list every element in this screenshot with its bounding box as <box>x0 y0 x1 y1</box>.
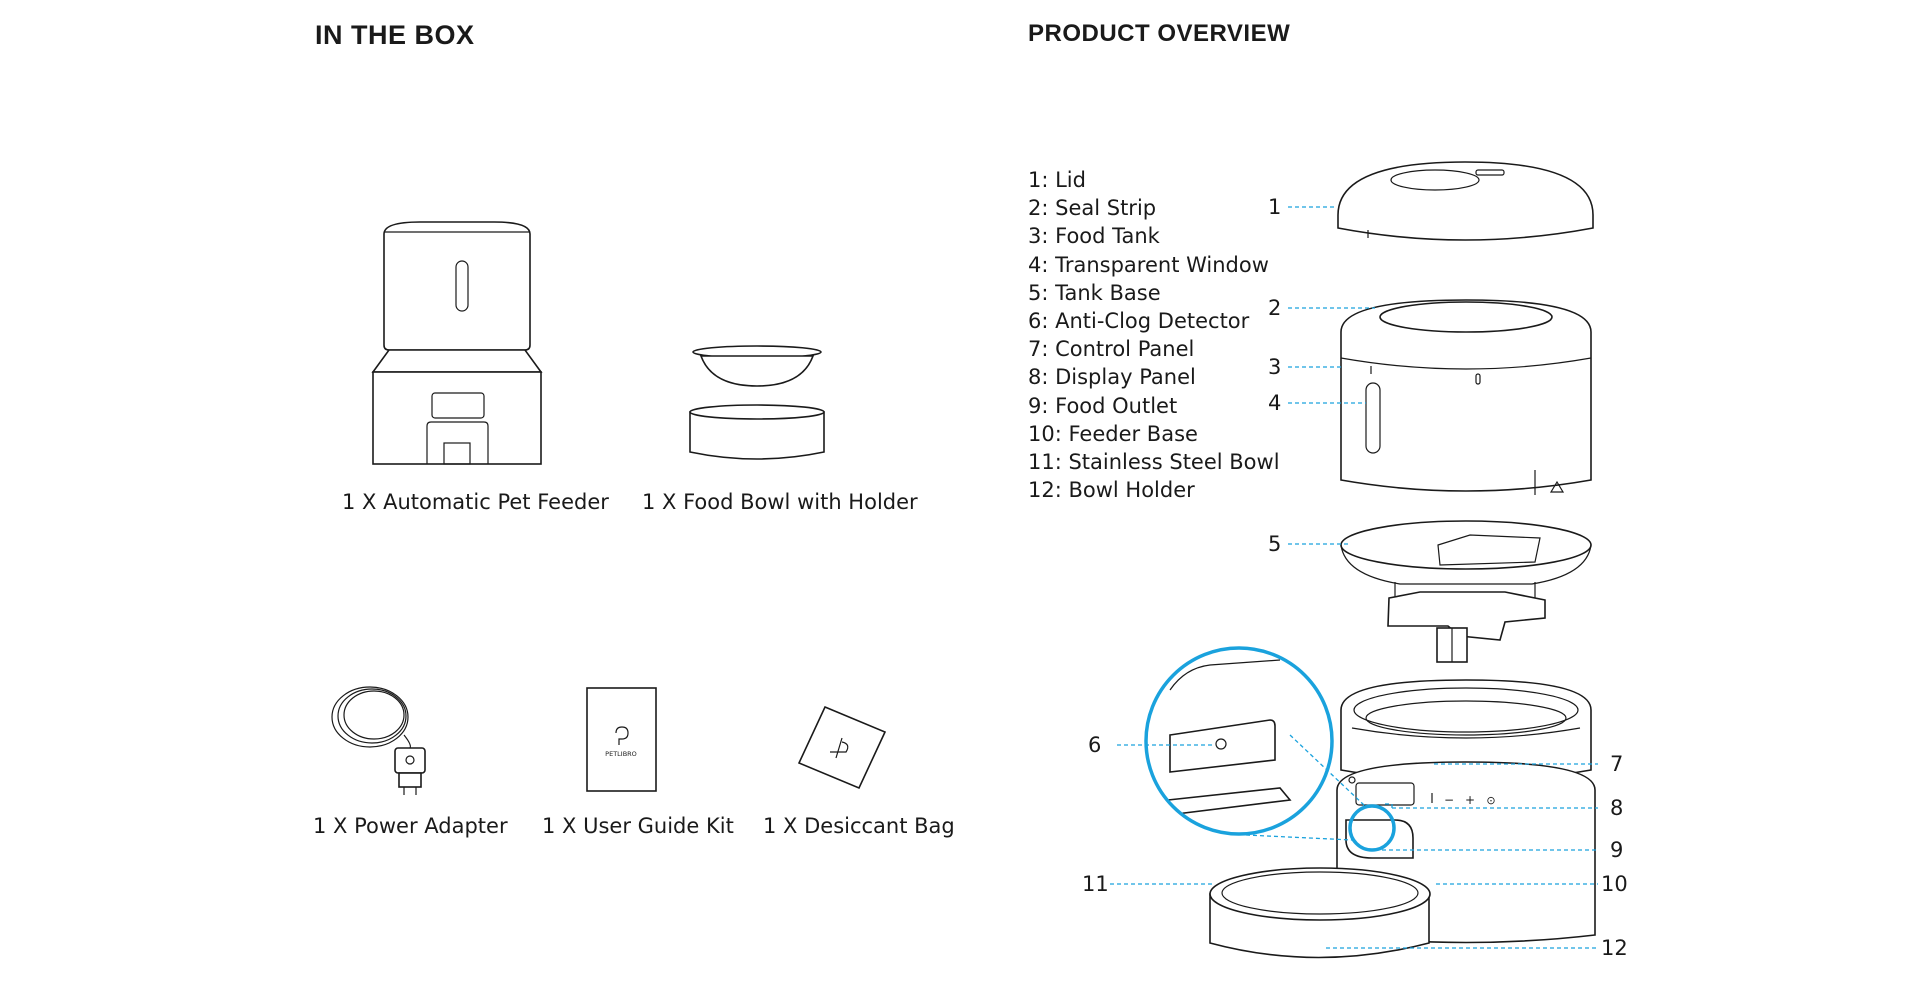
panel-power-symbol: ⊙ <box>1486 794 1495 807</box>
legend-item-display-panel: 8: Display Panel <box>1028 365 1196 390</box>
legend-item-control-panel: 7: Control Panel <box>1028 337 1195 362</box>
tank-base-illustration <box>1340 520 1592 663</box>
food-tank-illustration <box>1340 299 1592 495</box>
panel-plus-symbol: + <box>1465 793 1475 807</box>
callout-number-4: 4 <box>1268 391 1282 415</box>
callout-number-11: 11 <box>1082 872 1109 896</box>
legend-item-food-outlet: 9: Food Outlet <box>1028 393 1178 418</box>
callout-number-1: 1 <box>1268 195 1282 219</box>
user-guide-illustration: PETLIBRO <box>586 687 657 792</box>
callout-number-9: 9 <box>1610 838 1624 862</box>
legend-item-transparent-window: 4: Transparent Window <box>1028 252 1269 277</box>
product-overview-heading: PRODUCT OVERVIEW <box>1028 20 1291 47</box>
panel-minus-symbol: − <box>1444 793 1454 807</box>
leader-lines <box>1110 206 1598 949</box>
legend-item-anti-clog-detector: 6: Anti-Clog Detector <box>1028 309 1250 334</box>
callout-number-3: 3 <box>1268 355 1282 379</box>
food-bowl-illustration <box>689 345 825 460</box>
food-bowl-caption: 1 X Food Bowl with Holder <box>642 490 918 514</box>
bowl-holder-illustration <box>1209 867 1431 959</box>
pet-feeder-caption: 1 X Automatic Pet Feeder <box>342 490 609 514</box>
parts-legend: 1: Lid 2: Seal Strip 3: Food Tank 4: Tra… <box>1028 166 1280 504</box>
pet-feeder-illustration <box>371 221 543 465</box>
legend-item-food-tank: 3: Food Tank <box>1028 224 1160 249</box>
legend-item-bowl-holder: 12: Bowl Holder <box>1028 478 1195 503</box>
callout-number-8: 8 <box>1610 796 1624 820</box>
callout-number-2: 2 <box>1268 296 1282 320</box>
legend-item-stainless-steel-bowl: 11: Stainless Steel Bowl <box>1028 450 1280 475</box>
power-adapter-illustration <box>331 686 426 795</box>
anti-clog-callout <box>1144 646 1396 852</box>
desiccant-bag-caption: 1 X Desiccant Bag <box>763 814 955 838</box>
callout-number-7: 7 <box>1610 752 1624 776</box>
legend-item-seal-strip: 2: Seal Strip <box>1028 196 1157 221</box>
desiccant-bag-illustration <box>797 705 887 790</box>
guide-logo-text: PETLIBRO <box>605 750 637 758</box>
callout-number-6: 6 <box>1088 733 1102 757</box>
power-adapter-caption: 1 X Power Adapter <box>313 814 508 838</box>
in-the-box-heading: IN THE BOX <box>315 20 475 50</box>
legend-item-lid: 1: Lid <box>1028 168 1086 192</box>
user-guide-caption: 1 X User Guide Kit <box>542 814 734 838</box>
callout-number-5: 5 <box>1268 532 1282 556</box>
callout-number-12: 12 <box>1601 936 1628 960</box>
legend-item-tank-base: 5: Tank Base <box>1028 280 1161 305</box>
legend-item-feeder-base: 10: Feeder Base <box>1028 421 1198 446</box>
lid-illustration <box>1337 161 1594 241</box>
callout-number-10: 10 <box>1601 872 1628 896</box>
